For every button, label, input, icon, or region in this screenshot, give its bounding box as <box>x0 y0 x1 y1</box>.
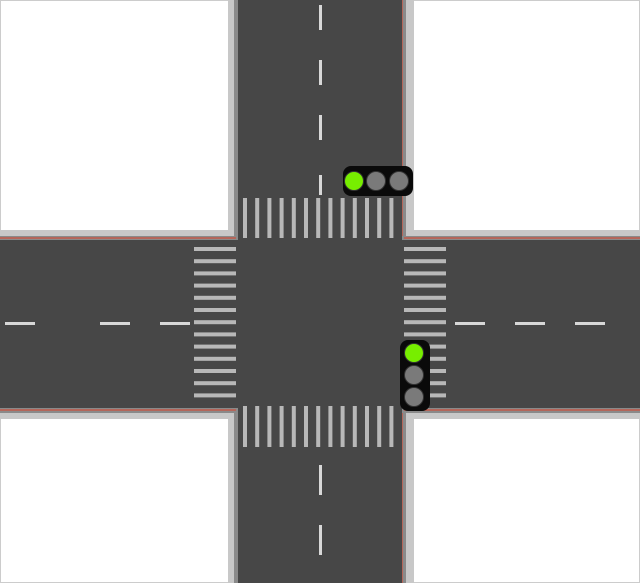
crosswalk-stripe-south <box>316 406 321 447</box>
crosswalk-stripe-east <box>404 332 446 337</box>
center-dash-horizontal <box>515 322 545 325</box>
crosswalk-stripe-north <box>279 198 284 238</box>
center-dash-vertical <box>319 115 322 140</box>
signal-lamp-off <box>389 171 409 191</box>
lane-markings <box>5 5 605 555</box>
signal-lamp-off <box>366 171 386 191</box>
crosswalk-stripe-south <box>291 406 296 447</box>
crosswalk-stripe-west <box>194 356 236 361</box>
signal-lamp-off <box>404 387 424 407</box>
crosswalk-stripe-west <box>194 295 236 300</box>
center-dash-vertical <box>319 175 322 195</box>
crosswalk-stripe-west <box>194 247 236 251</box>
center-dash-horizontal <box>160 322 190 325</box>
crosswalk-stripe-south <box>279 406 284 447</box>
crosswalk-stripe-south <box>267 406 272 447</box>
crosswalk-stripe-west <box>194 308 236 312</box>
center-dash-vertical <box>319 60 322 85</box>
crosswalk-stripe-north <box>291 198 296 238</box>
crosswalk-stripe-west <box>194 369 236 373</box>
signal-lamp-green <box>404 343 424 363</box>
crosswalk-stripe-west <box>194 259 236 264</box>
crosswalk-stripe-east <box>404 259 446 264</box>
crosswalk-stripe-east <box>404 295 446 300</box>
crosswalk-stripe-south <box>340 406 345 447</box>
signal-lamp-green <box>344 171 364 191</box>
crosswalk-stripe-north <box>243 198 247 238</box>
crosswalk-stripe-north <box>304 198 308 238</box>
crosswalk-stripe-north <box>365 198 369 238</box>
crosswalk-stripe-north <box>328 198 333 238</box>
crosswalk-stripe-south <box>243 406 247 447</box>
crosswalk-stripe-south <box>365 406 369 447</box>
crosswalk-stripe-west <box>194 332 236 337</box>
crosswalk-stripe-north <box>255 198 260 238</box>
crosswalk-stripe-west <box>194 381 236 386</box>
crosswalk-stripe-south <box>377 406 382 447</box>
crosswalk-stripe-south <box>255 406 260 447</box>
crosswalk-stripe-north <box>377 198 382 238</box>
crosswalk-stripe-south <box>352 406 357 447</box>
center-dash-horizontal <box>455 322 485 325</box>
crosswalk-stripe-west <box>194 271 236 276</box>
crosswalk-stripe-north <box>340 198 345 238</box>
crosswalk-stripe-west <box>194 320 236 325</box>
crosswalk-stripe-north <box>316 198 321 238</box>
crosswalk-stripe-west <box>194 283 236 288</box>
center-dash-vertical <box>319 5 322 30</box>
crosswalk-stripe-east <box>404 320 446 325</box>
crosswalk-stripe-south <box>304 406 308 447</box>
crosswalk-stripe-north <box>352 198 357 238</box>
center-dash-vertical <box>319 465 322 495</box>
center-dash-vertical <box>319 525 322 555</box>
crosswalk-stripe-west <box>194 344 236 349</box>
traffic-lights[interactable] <box>343 166 430 411</box>
crosswalk-stripe-east <box>404 271 446 276</box>
crosswalk-stripe-east <box>404 283 446 288</box>
crosswalk-stripe-south <box>328 406 333 447</box>
crosswalk-stripe-south <box>389 406 394 447</box>
crosswalk-stripe-east <box>404 308 446 312</box>
signal-lamp-off <box>404 365 424 385</box>
center-dash-horizontal <box>100 322 130 325</box>
traffic-light-north[interactable] <box>343 166 413 196</box>
center-dash-horizontal <box>5 322 35 325</box>
crosswalk-stripe-east <box>404 247 446 251</box>
center-dash-horizontal <box>575 322 605 325</box>
crosswalk-stripe-north <box>389 198 394 238</box>
crosswalk-stripe-west <box>194 393 236 398</box>
crosswalk-stripe-north <box>267 198 272 238</box>
traffic-light-east[interactable] <box>400 340 430 411</box>
